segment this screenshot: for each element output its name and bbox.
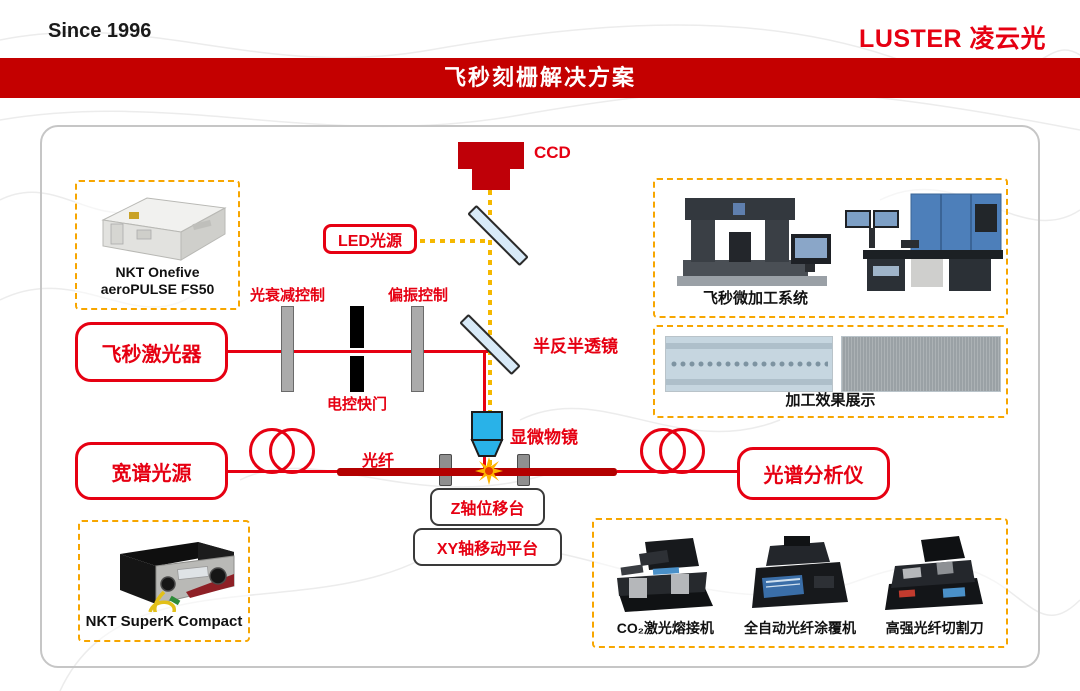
half-mirror-label: 半反半透镜 [533,337,618,356]
femto-laser-node: 飞秒激光器 [75,322,228,382]
polarizer-element-icon [411,306,424,392]
z-stage-node: Z轴位移台 [430,488,545,526]
splicer-label: CO₂激光熔接机 [616,620,714,636]
nkt-onefive-label: NKT Onefive aeroPULSE FS50 [100,264,215,298]
micro-system-label: 飞秒微加工系统 [703,290,809,307]
shutter-element-top-icon [350,306,364,348]
nkt-onefive-box: NKT Onefive aeroPULSE FS50 [75,180,240,310]
grating-sample-image-left [665,336,833,392]
coater-image [751,536,848,608]
cleaver-label: 高强光纤切割刀 [885,620,984,636]
fiber-thick-line [337,468,617,476]
ccd-camera-icon [458,142,524,169]
coater-item: 全自动光纤涂覆机 [744,532,856,638]
fiber-tools-row: CO₂激光熔接机 全自动光纤涂覆机 [592,518,1008,648]
splicer-item: CO₂激光熔接机 [609,532,721,638]
laser-focus-spark-icon [475,457,503,485]
fiber-coil-right-2-icon [659,428,705,474]
grating-sample-image-right [841,336,1001,392]
micro-system-box: 飞秒微加工系统 [653,178,1008,318]
title-banner: 飞秒刻栅解决方案 [0,58,1080,98]
illumination-beam-horizontal [420,239,486,243]
coater-label: 全自动光纤涂覆机 [743,620,856,636]
laser-beam-horizontal [228,350,488,353]
polarization-label: 偏振控制 [388,287,449,304]
shutter-element-bottom-icon [350,356,364,392]
led-source-node: LED光源 [323,224,417,254]
superk-box: NKT SuperK Compact [78,520,250,642]
broadband-source-node: 宽谱光源 [75,442,228,500]
effect-display-box: 加工效果展示 [653,325,1008,418]
xy-stage-node: XY轴移动平台 [413,528,562,566]
page-title: 飞秒刻栅解决方案 [443,65,636,90]
effect-display-label: 加工效果展示 [785,392,876,409]
ccd-label: CCD [534,143,571,162]
nkt-onefive-laser-image [101,197,227,261]
micro-system-machine-right-image [845,193,1003,291]
micro-system-machine-left-image [677,198,831,286]
superk-label: NKT SuperK Compact [85,613,243,630]
attenuation-label: 光衰减控制 [250,287,326,304]
ccd-camera-lens-icon [472,169,510,190]
objective-icon [470,411,504,457]
diagram-panel [40,125,1040,668]
objective-label: 显微物镜 [510,428,578,447]
fiber-label: 光纤 [362,453,395,470]
fiber-coil-left-2-icon [269,428,315,474]
spectrum-analyzer-node: 光谱分析仪 [737,447,890,500]
splicer-image [617,538,714,612]
attenuator-element-icon [281,306,294,392]
since-text: Since 1996 [48,20,152,42]
superk-device-image [120,542,235,612]
laser-beam-vertical [483,352,486,468]
illumination-beam-vertical [488,190,492,466]
cleaver-image [884,536,983,610]
luster-logo: LUSTER 凌云光 [859,25,1046,53]
cleaver-item: 高强光纤切割刀 [879,532,991,638]
shutter-label: 电控快门 [327,396,388,413]
